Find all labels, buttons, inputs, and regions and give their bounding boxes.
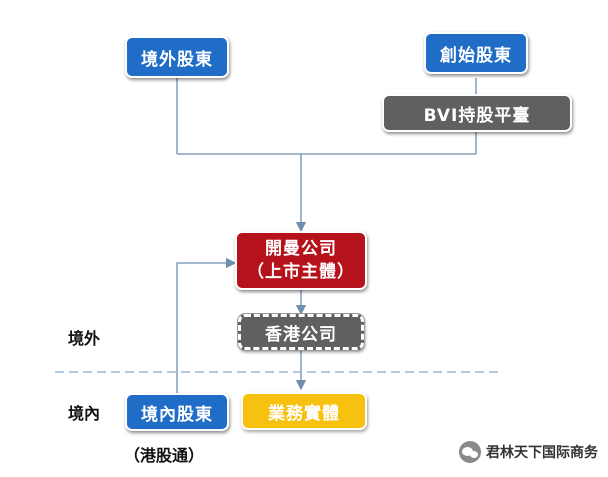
domestic-shareholder-note: （港股通） (124, 446, 205, 465)
offshore-zone-label: 境外 (68, 329, 101, 348)
cayman-company-node[interactable]: 開曼公司 （上市主體） (235, 231, 367, 290)
overseas-shareholder-node[interactable]: 境外股東 (125, 36, 229, 78)
operating-entity-node[interactable]: 業務實體 (241, 392, 367, 430)
cayman-company-note: （上市主體） (247, 261, 355, 282)
bvi-platform-node[interactable]: BVI持股平臺 (382, 94, 572, 132)
wechat-icon (459, 441, 481, 463)
cayman-company-name: 開曼公司 (265, 238, 337, 259)
onshore-zone-label: 境內 (68, 404, 101, 423)
hong-kong-company-node[interactable]: 香港公司 (237, 313, 365, 351)
domestic-shareholder-node[interactable]: 境內股東 (125, 393, 229, 431)
watermark-text: 君林天下国际商务 (486, 445, 598, 461)
connector-domestic-to-cayman (176, 257, 237, 393)
founder-shareholder-node[interactable]: 創始股東 (424, 32, 528, 74)
watermark: 君林天下国际商务 (459, 441, 598, 463)
